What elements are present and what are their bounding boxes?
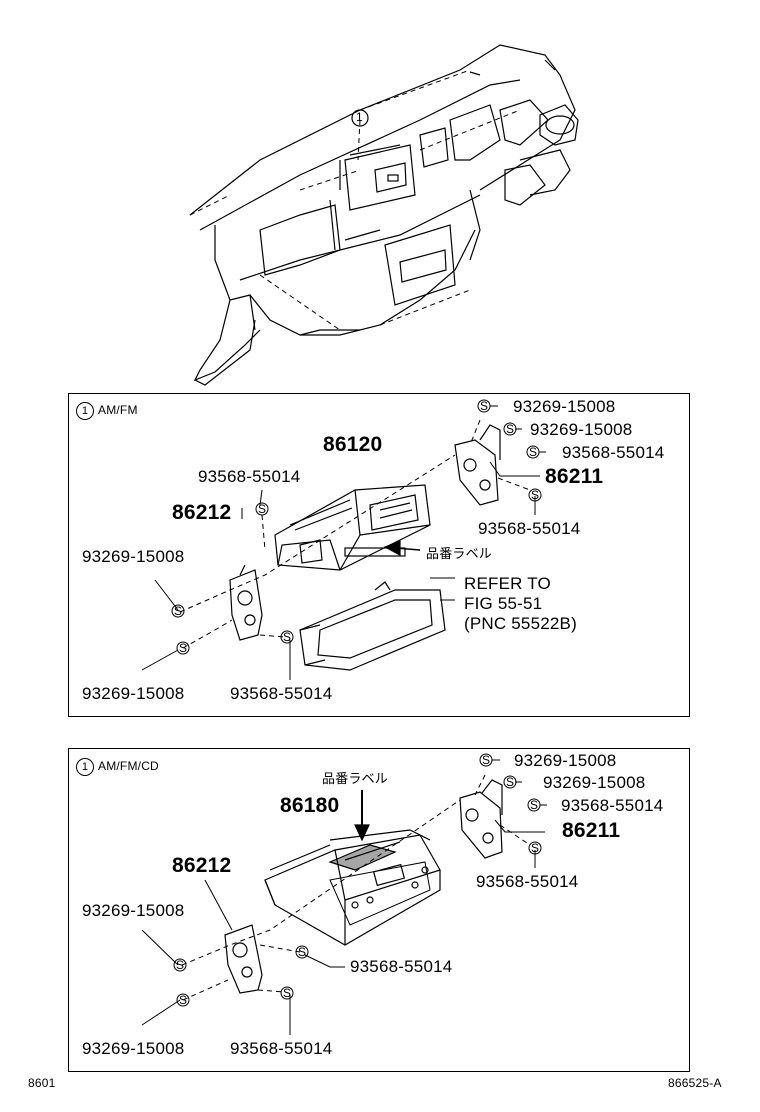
part-86180: 86180 (280, 794, 340, 817)
screw-icon: S (283, 630, 292, 644)
part2-86211: 86211 (562, 819, 621, 842)
screw-icon: S (480, 399, 489, 413)
part-93568-55014-a: 93568-55014 (562, 443, 665, 462)
screw-symbols-panel2 (173, 753, 542, 1007)
refer-line3: (PNC 55522B) (464, 614, 577, 633)
screw-icon: S (298, 945, 307, 959)
overview-callout: 1 (356, 110, 363, 124)
part2-93269-15008-a: 93269-15008 (514, 751, 617, 770)
screw-icon: S (174, 604, 183, 618)
radio-86120-drawing (274, 484, 431, 571)
part2-93269-15008-left1: 93269-15008 (82, 901, 185, 920)
panel1-header: 1 AM/FM (76, 402, 138, 420)
part-86120: 86120 (323, 433, 383, 456)
footer-page-code: 8601 (28, 1076, 56, 1090)
label-jp-1: 品番ラベル (426, 547, 493, 562)
screw-icon: S (179, 641, 188, 655)
screw-icon: S (531, 488, 540, 502)
screw-icon: S (506, 422, 515, 436)
label-jp-2: 品番ラベル (322, 772, 389, 787)
part-93269-15008-b: 93269-15008 (530, 420, 633, 439)
bracket-86211-drawing-1 (454, 424, 501, 506)
panel2-title: AM/FM/CD (98, 759, 159, 774)
screw-icon: S (531, 841, 540, 855)
screw-icon: S (482, 753, 491, 767)
screw-icon: S (258, 502, 267, 516)
panel2-header: 1 AM/FM/CD (76, 758, 159, 776)
screw-icon: S (530, 798, 539, 812)
part-93269-15008-left2: 93269-15008 (82, 684, 185, 703)
bracket-86211-drawing-2 (459, 779, 503, 859)
screw-symbols-panel1 (171, 399, 542, 655)
part-93269-15008-left1: 93269-15008 (82, 547, 185, 566)
part-86212: 86212 (172, 501, 232, 524)
radio-86180-label-patch (328, 844, 397, 871)
part2-93568-55014-a: 93568-55014 (561, 796, 664, 815)
panel2-ref-circle: 1 (76, 758, 94, 776)
panel1-ref-circle: 1 (76, 402, 94, 420)
panel-am-fm (68, 393, 690, 717)
panel-am-fm-cd (68, 748, 690, 1072)
screw-icon: S (283, 986, 292, 1000)
part-93568-55014-b: 93568-55014 (198, 467, 301, 486)
radio-86180-drawing (264, 829, 441, 946)
part2-93269-15008-b: 93269-15008 (543, 773, 646, 792)
panel1-title: AM/FM (98, 403, 138, 418)
screw-icon: S (176, 958, 185, 972)
part2-86212: 86212 (172, 854, 232, 877)
part-93568-55014-bottom: 93568-55014 (230, 684, 333, 703)
part-93269-15008-a: 93269-15008 (513, 397, 616, 416)
refer-line1: REFER TO (464, 574, 551, 593)
screw-icon: S (179, 993, 188, 1007)
screw-icon: S (506, 775, 515, 789)
screw-icon: S (529, 445, 538, 459)
refer-line2: FIG 55-51 (464, 594, 543, 613)
part2-93269-15008-left2: 93269-15008 (82, 1039, 185, 1058)
dashboard-illustration (189, 44, 579, 386)
part-93568-55014-c: 93568-55014 (478, 519, 581, 538)
part2-93568-55014-b: 93568-55014 (476, 872, 579, 891)
part2-93568-55014-mid: 93568-55014 (350, 957, 453, 976)
part2-93568-55014-bottom: 93568-55014 (230, 1039, 333, 1058)
footer-figure-code: 866525-A (668, 1076, 722, 1090)
bezel-drawing (299, 581, 446, 671)
part-86211: 86211 (545, 465, 604, 488)
bracket-86212-drawing-1 (229, 564, 263, 641)
